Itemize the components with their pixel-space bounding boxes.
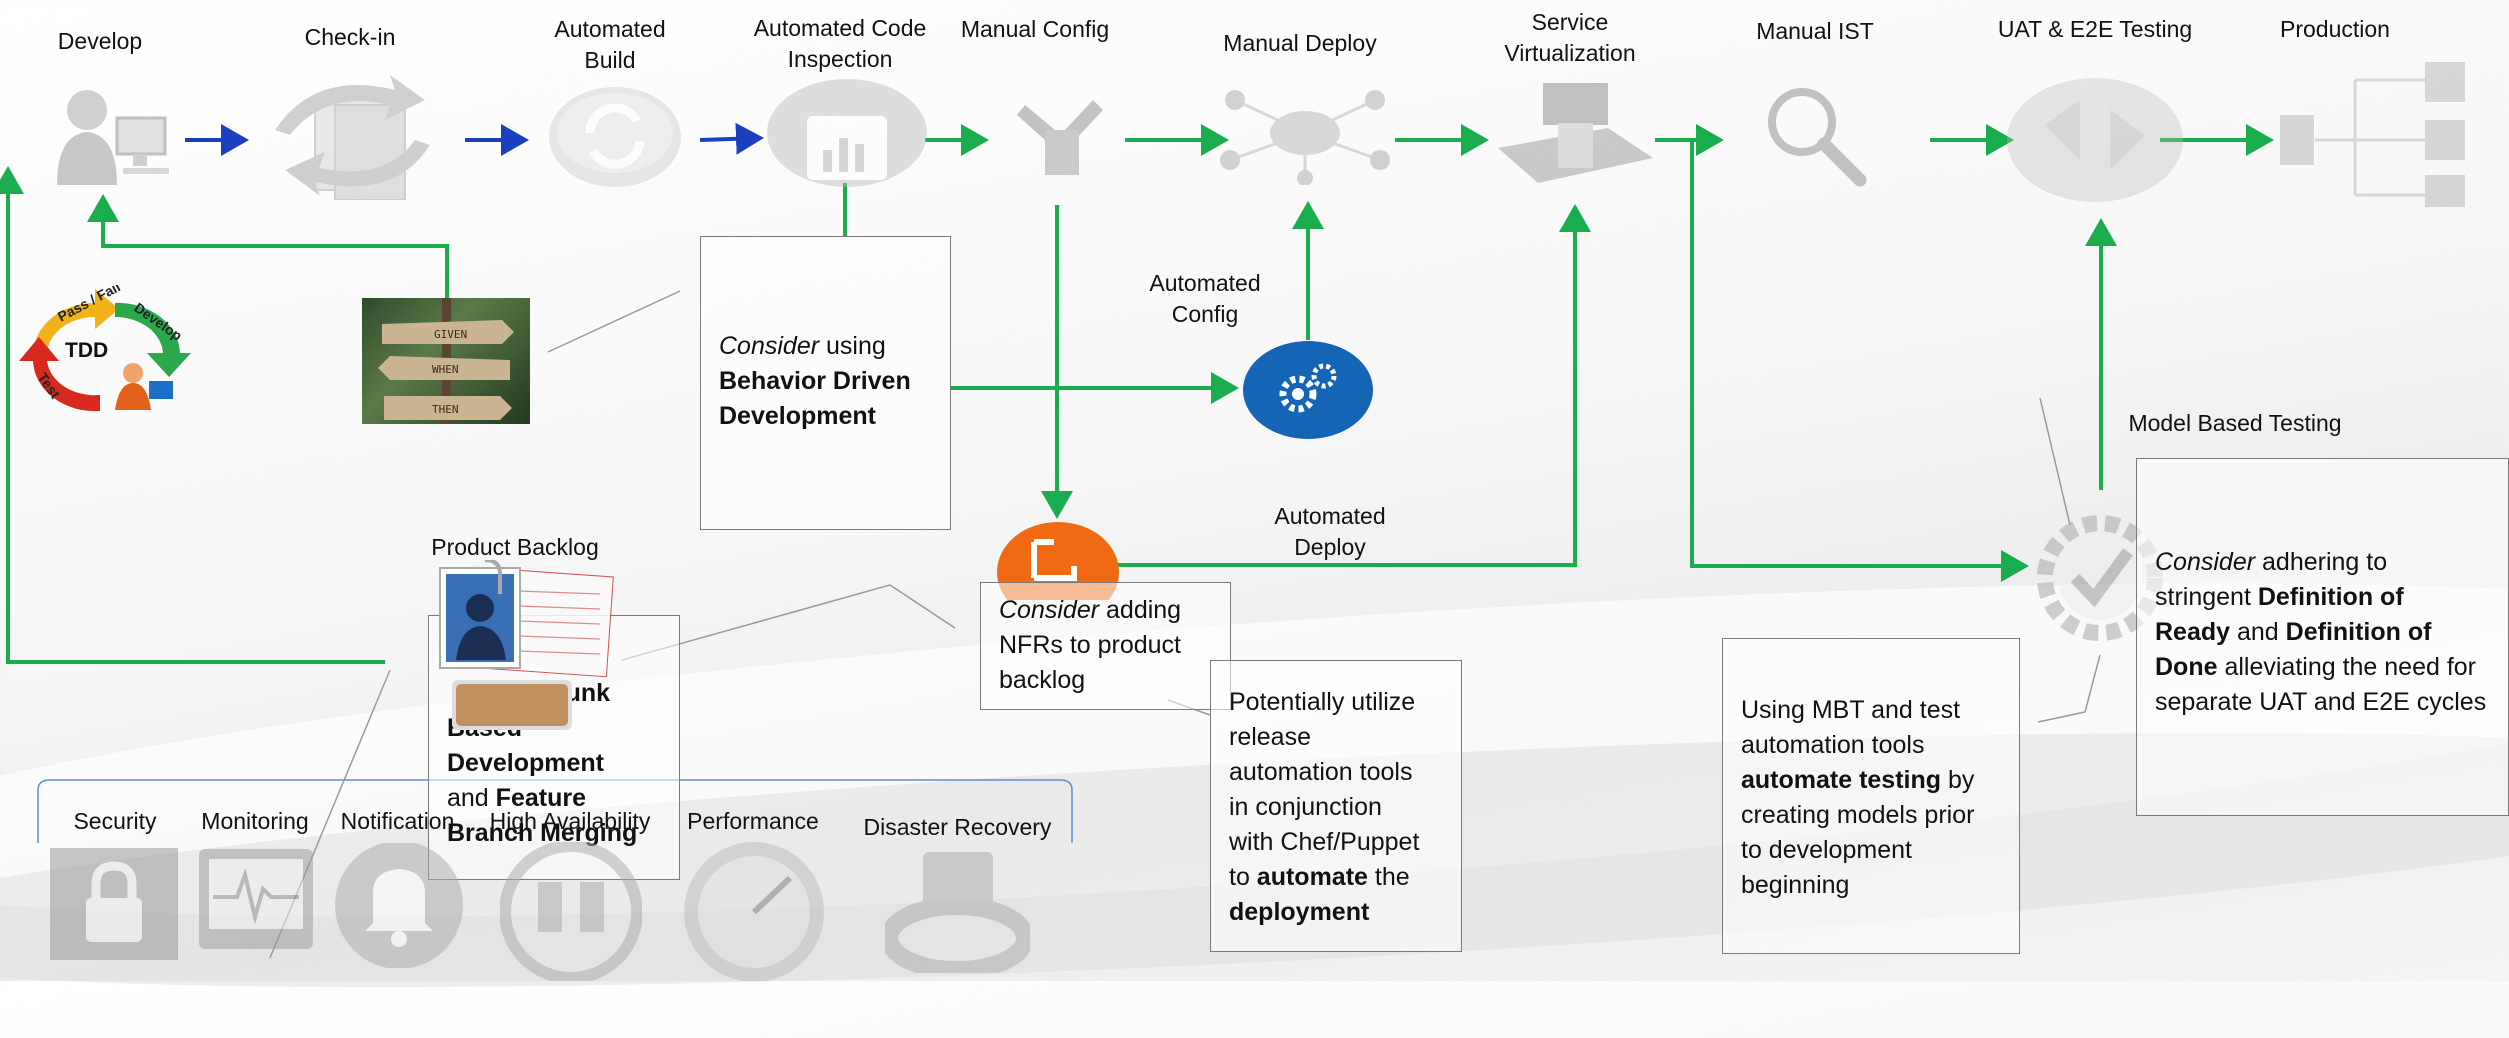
nfr-label-high-availability: High Availability [489,808,651,834]
nfr-label-notification: Notification [340,808,455,834]
product-backlog-label: Product Backlog [431,534,599,560]
nfr-callout: Consider adding NFRs to product backlog [980,582,1231,710]
bdd-callout: Consider using Behavior Driven Developme… [700,236,951,530]
gear-icon [1243,341,1373,439]
then-label: THEN [432,403,459,416]
performance-gauge-icon [684,842,824,981]
tdd-cycle-icon: Pass / Fail Develop Test TDD [19,285,191,412]
callout-line [889,584,956,629]
connector-layer [0,122,2274,959]
nfr-label-performance: Performance [687,808,819,834]
arrow-bdd-to-develop [87,194,449,300]
backlog-files-icon [439,560,614,730]
release-automation-callout: Potentially utilize release automation t… [1210,660,1462,952]
production-servers-icon [2280,62,2465,207]
callout-line [547,290,681,353]
tdd-label: TDD [65,339,108,362]
developer-icon [57,90,169,185]
build-refresh-icon [549,87,681,187]
nfr-label-security: Security [73,808,157,834]
service-virtualization-icon [1498,83,1653,183]
mbt-callout: Using MBT and test automation tools auto… [1722,638,2020,954]
callout-line [2037,711,2086,723]
arrow-build-inspection [699,122,764,155]
nfr-label-disaster-recovery: Disaster Recovery [863,814,1052,840]
model-based-testing-label: Model Based Testing [2128,410,2342,436]
callout-line [2039,397,2071,526]
stage-label-manual-ist: Manual IST [1756,18,1874,44]
stage-label-checkin: Check-in [304,24,396,50]
arrow-ist-to-mbt [1690,140,2029,582]
arrow-release-to-virtualization [1115,204,1591,567]
high-availability-icon [500,842,642,981]
stage-label-manual-deploy: Manual Deploy [1223,30,1377,56]
stage-label-develop: Develop [57,28,143,54]
monitor-heartbeat-icon [199,849,313,949]
definition-of-done-callout: Consider adhering to stringent Definitio… [2136,458,2509,816]
bell-icon [335,843,463,968]
uat-testing-icon [2007,78,2183,202]
stage-label-uat-e2e: UAT & E2E Testing [1997,16,2193,42]
given-when-then-signpost: GIVEN WHEN THEN [362,298,530,424]
stage-label-production: Production [2280,16,2390,42]
stage-label-manual-config: Manual Config [960,16,1110,42]
nfr-label-monitoring: Monitoring [201,808,309,834]
arrow-backlog-to-develop [0,166,385,664]
release-automation-icon [997,522,1119,600]
config-tools-icon [1017,100,1103,175]
magnifier-icon [1768,88,1867,187]
callout-line [2084,654,2101,713]
given-label: GIVEN [434,328,467,341]
deploy-network-icon [1220,90,1390,185]
code-inspection-icon [767,79,927,187]
padlock-icon [50,848,178,960]
when-label: WHEN [432,363,459,376]
lifebuoy-icon [885,852,1030,973]
checkin-icon [275,75,430,200]
